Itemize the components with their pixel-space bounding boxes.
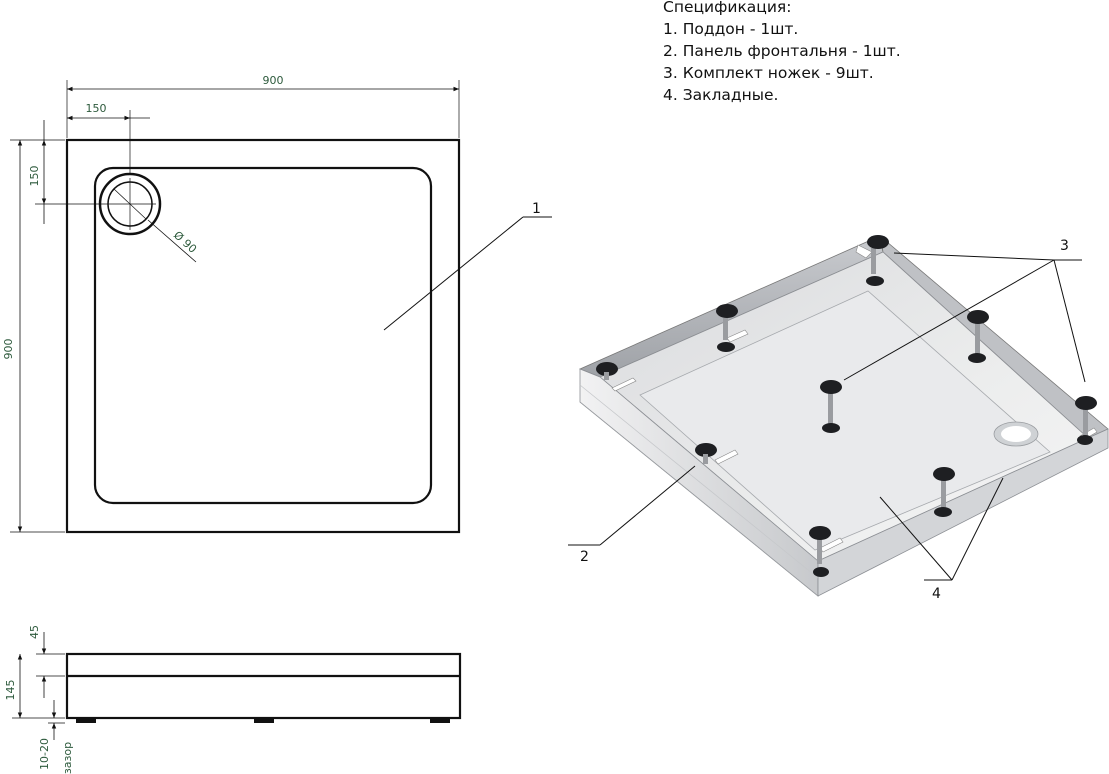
- iso-view: 2 3 4: [568, 234, 1109, 602]
- drain-offset-x-label: 150: [86, 102, 107, 115]
- side-view: 45 145 10-20 зазор: [4, 625, 462, 774]
- front-panel-right: [817, 428, 1109, 597]
- side-profile: [65, 652, 462, 720]
- specification-item: 3. Комплект ножек - 9шт.: [663, 64, 874, 82]
- foot-right: [430, 718, 450, 723]
- diameter-leader: [147, 219, 197, 263]
- leg: [809, 526, 831, 577]
- leg: [1075, 396, 1097, 445]
- dim-gap-label: 10-20: [38, 738, 51, 770]
- adjustable-legs: [596, 235, 1097, 577]
- leg: [695, 443, 717, 464]
- dim-45-label: 45: [28, 625, 41, 639]
- dim-145-label: 145: [4, 680, 17, 701]
- specification-item: 2. Панель фронтальня - 1шт.: [663, 42, 901, 60]
- specification-item: 4. Закладные.: [663, 86, 779, 104]
- callout-4-label: 4: [932, 586, 941, 602]
- foot-middle: [254, 718, 274, 723]
- leg: [967, 310, 989, 363]
- leg: [933, 467, 955, 517]
- width-dimension-label: 900: [263, 74, 284, 87]
- tray-inner-outline: [93, 166, 433, 505]
- callout-1-label: 1: [532, 201, 541, 217]
- specification-title: Спецификация:: [663, 0, 792, 16]
- specification-block: Спецификация: 1. Поддон - 1шт. 2. Панель…: [663, 0, 901, 106]
- specification-item: 1. Поддон - 1шт.: [663, 20, 799, 38]
- leg: [596, 362, 618, 380]
- callout-2-label: 2: [580, 549, 589, 565]
- leg: [866, 235, 889, 286]
- gap-word-label: зазор: [61, 742, 74, 774]
- drain-offset-y-label: 150: [28, 166, 41, 187]
- iso-drain-hole: [1001, 426, 1031, 442]
- leg: [716, 304, 738, 352]
- height-dimension-label: 900: [2, 339, 15, 360]
- foot-left: [76, 718, 96, 723]
- tray-bowl: [639, 290, 1051, 551]
- top-view: Ø 90 900 150 900 150 1: [2, 74, 552, 534]
- leg: [820, 380, 842, 433]
- callout-3-label: 3: [1060, 238, 1069, 254]
